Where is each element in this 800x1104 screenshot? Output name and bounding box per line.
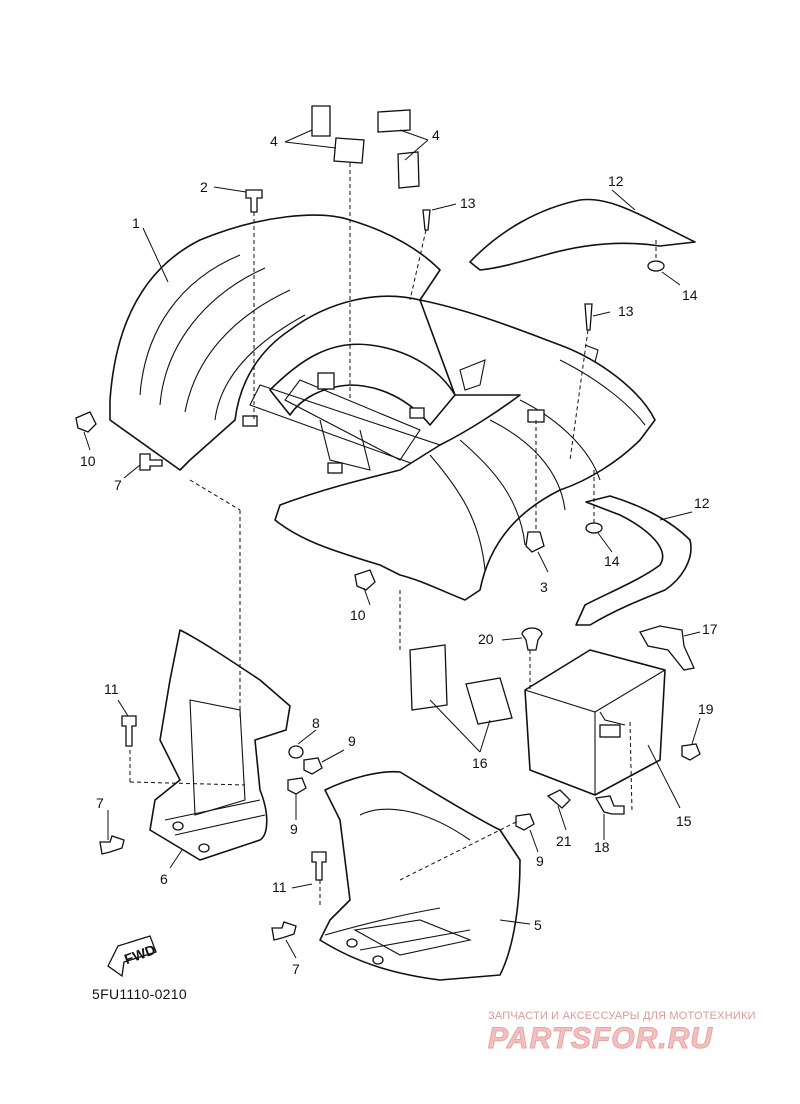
callout-2: 2 <box>200 179 208 195</box>
pads-4 <box>311 105 420 189</box>
callout-7-top: 7 <box>114 477 122 493</box>
callout-10-left: 10 <box>80 453 96 469</box>
callout-1: 1 <box>132 215 140 231</box>
callout-8: 8 <box>312 715 320 731</box>
callout-11-left: 11 <box>104 681 119 697</box>
callout-3: 3 <box>540 579 548 595</box>
callout-16: 16 <box>472 755 488 771</box>
callout-13-top: 13 <box>460 195 476 211</box>
callout-9-left: 9 <box>290 821 298 837</box>
callout-21: 21 <box>556 833 572 849</box>
rear-fender <box>109 214 656 601</box>
footrest-right-5 <box>319 770 521 981</box>
callout-10-center: 10 <box>350 607 366 623</box>
callout-9-top: 9 <box>348 733 356 749</box>
callout-4-right: 4 <box>432 127 440 143</box>
callout-6: 6 <box>160 871 168 887</box>
mud-flap-upper-12 <box>469 198 696 271</box>
footrest-left-6 <box>149 629 291 861</box>
mud-flap-lower-12 <box>575 495 692 626</box>
fasteners <box>75 189 701 941</box>
callout-17: 17 <box>702 621 718 637</box>
assembly-lines <box>129 163 657 905</box>
callout-13-right: 13 <box>618 303 634 319</box>
callout-15: 15 <box>676 813 692 829</box>
diagram-code: 5FU1110-0210 <box>92 986 187 1002</box>
callout-5: 5 <box>534 917 542 933</box>
callout-4-left: 4 <box>270 133 278 149</box>
watermark-logo: PARTSFOR.RU <box>488 1022 713 1056</box>
callout-7-bottom: 7 <box>292 961 300 977</box>
bracket-17 <box>639 625 695 671</box>
callout-12-lower: 12 <box>694 495 710 511</box>
fwd-arrow: FWD <box>107 935 158 978</box>
callout-11-bottom: 11 <box>272 879 287 895</box>
callout-14-lower: 14 <box>604 553 620 569</box>
callout-20: 20 <box>478 631 494 647</box>
callouts: 1 2 3 4 4 5 6 7 7 7 8 9 9 9 10 10 11 11 … <box>80 127 718 977</box>
callout-9-right: 9 <box>536 853 544 869</box>
leader-lines <box>83 129 701 959</box>
watermark-tagline: ЗАПЧАСТИ И АКСЕССУАРЫ ДЛЯ МОТОТЕХНИКИ <box>488 1010 756 1022</box>
callout-14-top: 14 <box>682 287 698 303</box>
callout-19: 19 <box>698 701 714 717</box>
callout-18: 18 <box>594 839 610 855</box>
pads-16 <box>409 644 513 725</box>
tool-box-15 <box>524 649 666 796</box>
callout-7-left: 7 <box>96 795 104 811</box>
callout-12-top: 12 <box>608 173 624 189</box>
